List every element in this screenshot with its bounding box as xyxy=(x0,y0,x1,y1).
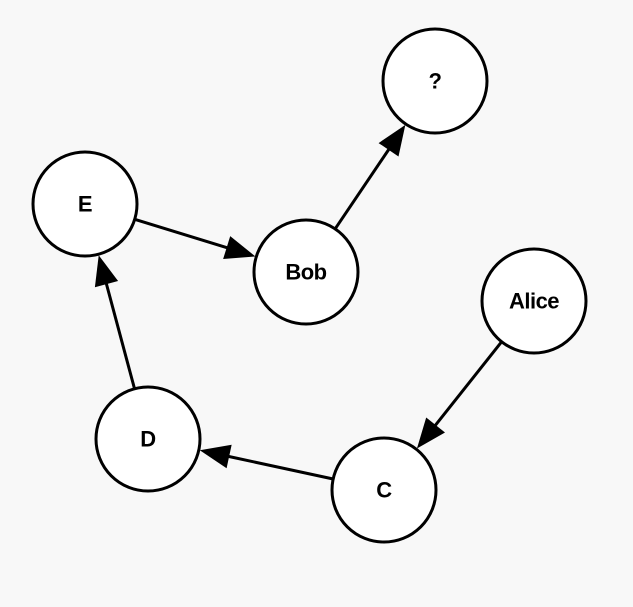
node-alice: Alice xyxy=(480,247,588,355)
node-bob: Bob xyxy=(252,218,360,326)
edge-line xyxy=(433,340,503,428)
edge-line xyxy=(226,454,334,481)
edge-bob-to-question xyxy=(333,124,406,230)
edge-line xyxy=(104,281,136,390)
edges-layer xyxy=(94,124,503,481)
node-circle xyxy=(381,27,489,135)
node-question: ? xyxy=(381,27,489,135)
arrowhead-icon xyxy=(199,444,232,469)
node-circle xyxy=(31,150,139,258)
edge-e-to-bob xyxy=(134,217,256,260)
arrowhead-icon xyxy=(223,236,256,260)
node-label: ? xyxy=(429,69,442,94)
arrowhead-icon xyxy=(416,417,445,449)
node-circle xyxy=(252,218,360,326)
edge-d-to-e xyxy=(94,255,136,390)
node-circle xyxy=(480,247,588,355)
node-e: E xyxy=(31,150,139,258)
arrowhead-icon xyxy=(94,255,119,288)
node-c: C xyxy=(330,436,438,544)
node-label: D xyxy=(140,427,155,452)
edge-alice-to-c xyxy=(416,340,503,449)
node-label: Alice xyxy=(509,289,559,314)
node-d: D xyxy=(94,385,202,493)
node-circle xyxy=(330,436,438,544)
arrowhead-icon xyxy=(378,124,406,157)
edge-line xyxy=(134,217,230,250)
edge-line xyxy=(333,147,391,230)
node-circle xyxy=(94,385,202,493)
edge-c-to-d xyxy=(199,444,334,481)
node-label: Bob xyxy=(285,260,326,285)
node-label: E xyxy=(78,192,92,217)
node-label: C xyxy=(376,478,392,503)
